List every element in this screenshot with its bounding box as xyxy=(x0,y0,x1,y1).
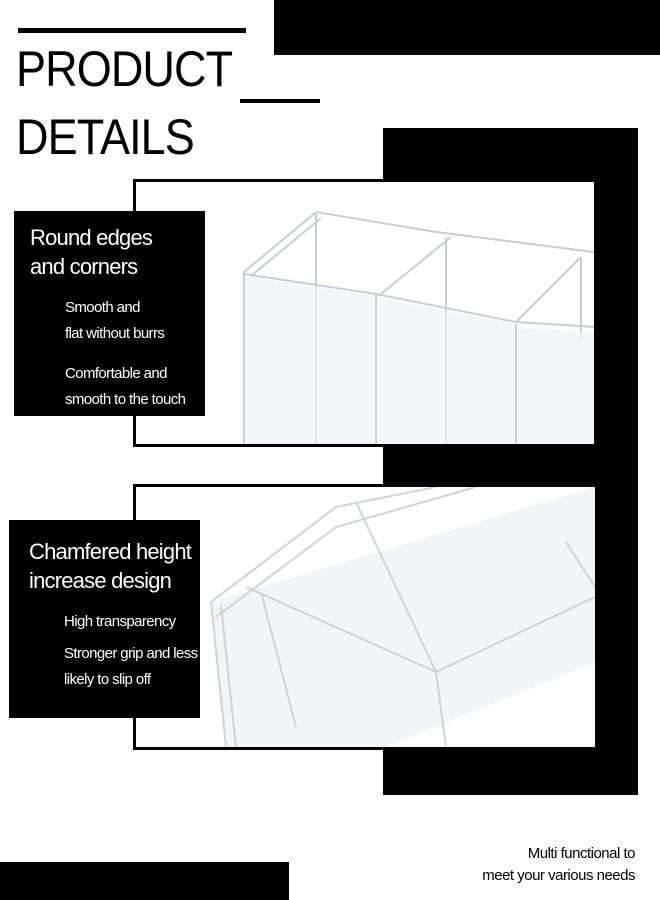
feature-point: Comfortable and xyxy=(65,365,168,382)
page-title-line1: PRODUCT xyxy=(16,41,233,97)
page-title-line2: DETAILS xyxy=(16,109,195,165)
product-photo-frame-1 xyxy=(133,179,597,447)
feature-point: likely to slip off xyxy=(64,671,151,688)
organizer-photo-top-view xyxy=(136,182,594,444)
footer-note: Multi functional to meet your various ne… xyxy=(482,843,635,887)
feature-heading-line1: Round edges xyxy=(30,225,153,250)
feature-point: Smooth and xyxy=(65,299,140,316)
feature-point: Stronger grip and less xyxy=(64,645,198,662)
top-black-bar xyxy=(274,0,660,55)
feature-heading-line2: increase design xyxy=(29,568,172,593)
feature-heading-line1: Chamfered height xyxy=(29,539,192,564)
footer-note-line2: meet your various needs xyxy=(482,867,635,884)
feature-point: High transparency xyxy=(64,613,176,630)
footer-note-line1: Multi functional to xyxy=(527,845,636,862)
feature-point: smooth to the touch xyxy=(65,391,186,408)
feature-panel-chamfered-design: Chamfered height increase design High tr… xyxy=(9,520,200,718)
top-rule-left xyxy=(18,28,246,33)
title-underline xyxy=(240,99,320,103)
bottom-black-bar xyxy=(0,862,289,900)
feature-point: flat without burrs xyxy=(65,325,165,342)
product-photo-frame-2 xyxy=(133,484,598,750)
organizer-photo-angled-view xyxy=(136,487,595,747)
feature-panel-round-edges: Round edges and corners Smooth and flat … xyxy=(14,211,205,416)
feature-heading-line2: and corners xyxy=(30,254,138,279)
